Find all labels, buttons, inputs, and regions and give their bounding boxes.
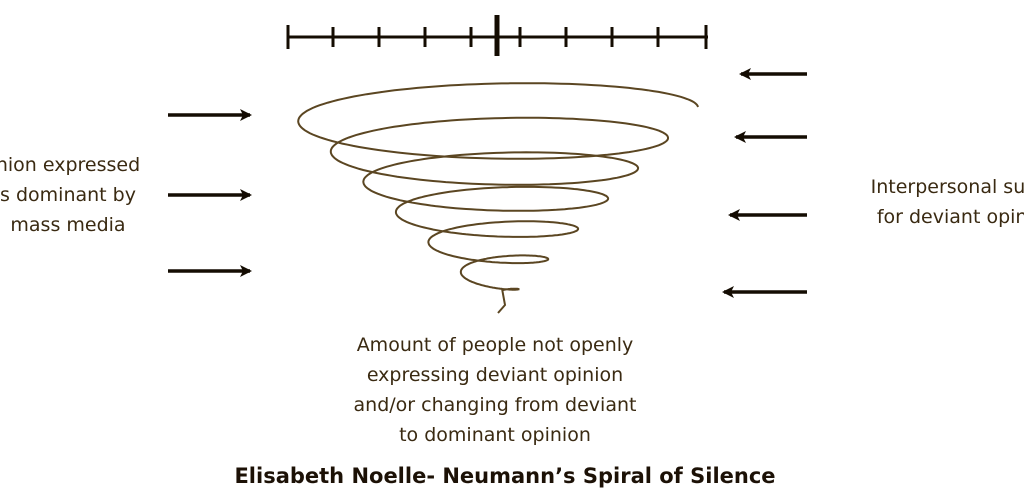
silent-people-label-line: expressing deviant opinion xyxy=(366,364,624,386)
silent-people-label-line: and/or changing from deviant xyxy=(353,394,637,416)
mass-media-label-line: mass media xyxy=(10,214,126,236)
mass-media-label: nion expressed s dominant by mass media xyxy=(0,150,168,240)
left-arrows xyxy=(168,109,252,277)
silent-people-label-line: Amount of people not openly xyxy=(356,334,634,356)
diagram-title: Elisabeth Noelle- Neumann’s Spiral of Si… xyxy=(234,464,776,488)
interpersonal-support-label: Interpersonal supp for deviant opinic xyxy=(830,172,1024,232)
interpersonal-support-label-line: for deviant opinic xyxy=(876,206,1024,228)
silent-people-label-line: to dominant opinion xyxy=(399,424,591,446)
silent-people-label: Amount of people not openly expressing d… xyxy=(282,330,708,450)
interpersonal-support-label-line: Interpersonal supp xyxy=(870,176,1024,198)
right-arrows xyxy=(722,68,807,298)
opinion-scale xyxy=(286,15,708,56)
mass-media-label-line: nion expressed xyxy=(0,154,141,176)
spiral xyxy=(297,82,699,314)
mass-media-label-line: s dominant by xyxy=(0,184,136,206)
